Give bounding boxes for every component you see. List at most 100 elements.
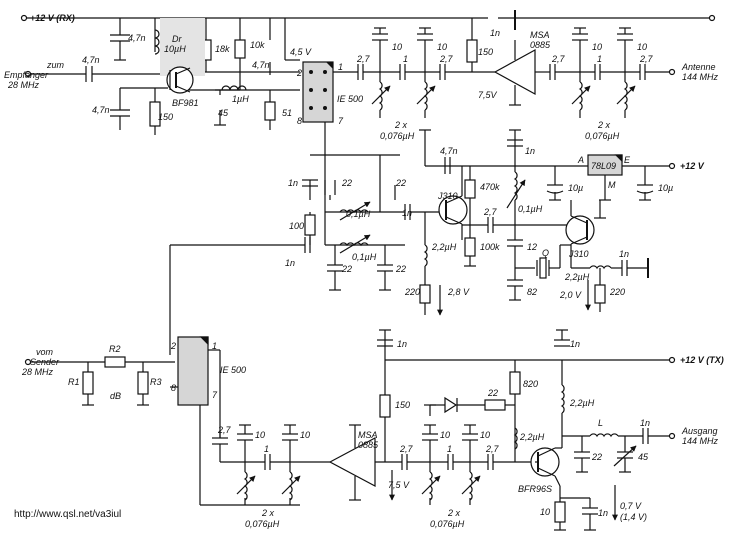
tx-c1n-emitter-label: 1n [598,508,608,518]
rx-mixer-label: IE 500 [337,94,363,104]
tx-c1n-out-label: 1n [640,418,650,428]
choke-dr-label-1: Dr [172,34,182,44]
osc-c22-a: 22 [341,178,352,188]
tx-r22-label: 22 [487,388,498,398]
tx-mmic-name-1: MSA [358,430,378,440]
transmitter-label-2: Sender [30,357,60,367]
reg-pin-m: M [608,180,616,190]
tx-r10-label: 10 [540,507,550,517]
ant-filter-coils-2: 0,076µH [585,131,620,141]
r-10k-label: 10k [250,40,265,50]
osc-c27-label: 2,7 [483,207,498,217]
tx-filter2-c4: 10 [480,430,490,440]
receiver-label-1: zum [46,60,65,70]
supply-4v5-label: 4,5 V [290,47,312,57]
tx-filter-c3: 1 [264,444,269,454]
tx-emitter-v-1: 0,7 V [620,501,642,511]
r-51-label: 51 [282,108,292,118]
tx-wiring [28,329,672,531]
c-trim-45-label: 45 [218,108,229,118]
reg-pin-a: A [577,155,584,165]
tx-c-1n-mmic-label: 1n [397,339,407,349]
tx-filter-c1: 2,7 [217,425,232,435]
tx-mixer-pin-8: 8 [171,383,176,393]
c-4n7-top-label: 4,7n [252,60,270,70]
tx-mmic-name-2: 0885 [358,440,379,450]
tx-filter-coils-1: 2 x [261,508,275,518]
osc-v20-label: 2,0 V [559,290,582,300]
osc-crystal-label: Q [542,248,549,258]
tx-emitter-v-2: (1,4 V) [620,512,647,522]
rx-filter-c5: 2,7 [439,54,454,64]
tx-filter-coils-2: 0,076µH [245,519,280,529]
rx-supply-label: +12 V (RX) [30,13,75,23]
tx-c-trim-45-label: 45 [638,452,649,462]
rail-labels: +12 V (RX) +12 V +12 V (TX) [30,13,724,365]
osc-c22-c: 22 [341,264,352,274]
c-10u-b-label: 10µ [658,183,673,193]
tx-mixer-pin-7: 7 [212,390,218,400]
r3-label: R3 [150,377,162,387]
choke-dr-label-2: 10µH [164,44,186,54]
rx-filter-c2: 10 [392,42,402,52]
ant-filter-c4: 10 [637,42,647,52]
osc-fet1-label: J310 [437,191,458,201]
rx-mixer-pin-1: 1 [338,62,343,72]
regulator-label: 78L09 [591,161,616,171]
osc-c-4n7-label: 4,7n [440,146,458,156]
ant-filter-c1: 2,7 [551,54,566,64]
tx-supply-label: +12 V (TX) [680,355,724,365]
tx-mixer-pin-2: 2 [170,341,176,351]
ant-filter-c2: 10 [592,42,602,52]
rx-filter-coils-1: 2 x [394,120,408,130]
r-150-mmic-label: 150 [478,47,493,57]
rx-mmic-name-2: 0885 [530,40,551,50]
tx-mmic-voltage: 7,5 V [388,480,410,490]
rx-coils [154,29,636,111]
osc-l22-b-label: 2,2µH [564,272,590,282]
osc-l22-a-label: 2,2µH [431,242,457,252]
tx-filter2-coils-2: 0,076µH [430,519,465,529]
ant-filter-c5: 2,7 [639,54,654,64]
osc-r100-label: 100 [289,221,304,231]
receiver-label-2: Empfänger [4,70,49,80]
osc-r220-a-label: 220 [404,287,420,297]
r2-label: R2 [109,344,121,354]
tx-filter-c2: 10 [255,430,265,440]
osc-l01-b: 0,1µH [352,252,377,262]
rx-filter-c4: 10 [437,42,447,52]
osc-l01-osc-label: 0,1µH [518,204,543,214]
tx-mixer-label: IE 500 [220,365,246,375]
atten-label: dB [110,391,121,401]
l-1uh-label: 1µH [232,94,249,104]
output-label-1: Ausgang [681,426,718,436]
rx-mmic-voltage: 7,5V [478,90,498,100]
fet-bf981-symbol [166,66,194,94]
supply-12v-label: +12 V [680,161,705,171]
osc-c-1n-a-label: 1n [525,146,535,156]
tx-r820-label: 820 [523,379,538,389]
r-150-source-label: 150 [158,112,173,122]
output-label-2: 144 MHz [682,436,719,446]
oscillator-wiring [169,129,672,355]
tx-filter-c4: 10 [300,430,310,440]
r-18k-label: 18k [215,44,230,54]
osc-c-1n-e-label: 1n [619,249,629,259]
footer-url: http://www.qsl.net/va3iul [14,509,121,520]
rx-filter-c3: 1 [403,54,408,64]
terminal-labels: zum Empfänger 28 MHz Antenne 144 MHz vom… [4,60,719,446]
tx-r150-label: 150 [395,400,410,410]
fet-bf981-label: BF981 [172,98,199,108]
receiver-label-3: 28 MHz [7,80,40,90]
rx-mixer-pin-8: 8 [297,116,302,126]
tx-filter2-c5: 2,7 [485,444,500,454]
tx-filter2-c1: 2,7 [399,444,414,454]
terminals [20,14,716,440]
antenna-label-2: 144 MHz [682,72,719,82]
tx-l-out-label: L [598,418,603,428]
osc-r220-b-label: 220 [609,287,625,297]
tx-mixer-pin-1: 1 [212,341,217,351]
tx-filter2-coils-1: 2 x [447,508,461,518]
ant-filter-c3: 1 [597,54,602,64]
rx-filter-c1: 2,7 [356,54,371,64]
